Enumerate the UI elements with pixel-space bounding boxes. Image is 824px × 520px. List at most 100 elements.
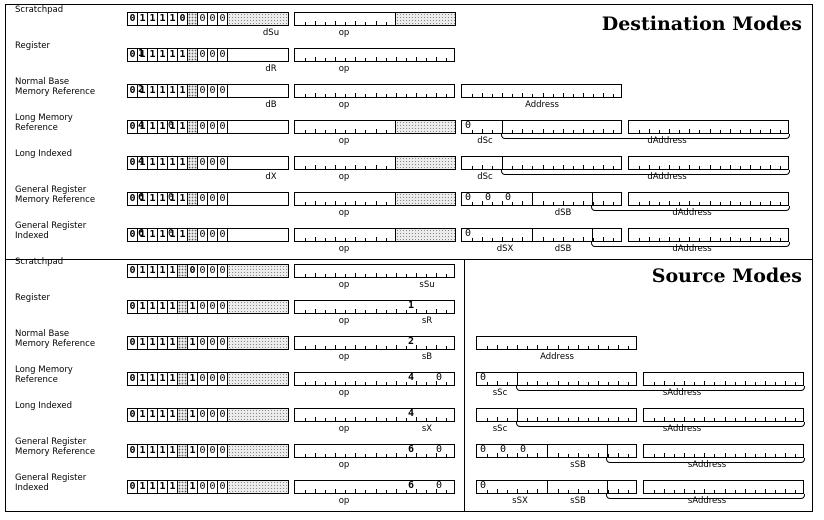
extension-word-2 (628, 192, 789, 206)
tick-mark (720, 130, 721, 133)
tick-mark (355, 201, 356, 205)
field-value: 0 (168, 192, 175, 203)
tick-mark (492, 130, 493, 133)
opcode-bit: 1 (158, 481, 168, 493)
tick-mark (335, 345, 336, 349)
opcode-bit (178, 337, 188, 349)
tick-mark (553, 130, 554, 133)
tick-mark (689, 129, 690, 133)
opcode-bit: 0 (128, 481, 138, 493)
address-label: Address (525, 100, 559, 110)
tick-mark (527, 382, 528, 385)
tick-mark (376, 273, 377, 277)
tick-mark (730, 201, 731, 205)
opcode-bit: 1 (168, 301, 178, 313)
tick-mark (335, 237, 336, 241)
tick-mark (714, 382, 715, 385)
tick-mark (699, 238, 700, 241)
tick-mark (770, 237, 771, 241)
tick-mark (487, 490, 488, 493)
tick-mark (325, 310, 326, 313)
opcode-bit: 1 (158, 373, 168, 385)
tick-mark (355, 489, 356, 493)
tick-mark (532, 166, 533, 169)
tick-mark (482, 129, 483, 133)
tick-mark (386, 490, 387, 493)
destination-title: Destination Modes (601, 13, 802, 35)
tick-mark (436, 273, 437, 277)
tick-mark (740, 166, 741, 169)
op-label: op (338, 100, 350, 110)
tick-mark (305, 274, 306, 277)
base-label: sSB (570, 460, 586, 470)
op-field (294, 12, 456, 26)
tick-mark (710, 201, 711, 205)
op-label: op (338, 280, 350, 290)
tick-mark (664, 489, 665, 493)
tick-mark (583, 93, 584, 97)
tick-mark (795, 382, 796, 385)
opcode-bit: 0 (218, 85, 228, 97)
tick-mark (355, 237, 356, 241)
tick-mark (780, 130, 781, 133)
extension-word-2 (628, 228, 789, 242)
field-value: 0 (480, 480, 487, 491)
tick-mark (543, 165, 544, 169)
field-value: 0 (436, 480, 443, 491)
opcode-bit (178, 373, 188, 385)
op-label: op (338, 496, 350, 506)
opcode-bit: 0 (208, 265, 218, 277)
tick-mark (406, 274, 407, 277)
tick-mark (305, 166, 306, 169)
field-divider (592, 229, 593, 241)
tick-mark (305, 346, 306, 349)
extension-word-2 (628, 120, 789, 134)
tick-mark (305, 418, 306, 421)
tick-mark (725, 381, 726, 385)
tick-mark (305, 94, 306, 97)
tick-mark (750, 129, 751, 133)
tick-mark (446, 382, 447, 385)
tick-mark (704, 453, 705, 457)
mode-label: General Register Memory Reference (15, 185, 96, 205)
tick-mark (396, 345, 397, 349)
tick-mark (573, 238, 574, 241)
tick-mark (305, 490, 306, 493)
opcode-bit: 0 (128, 85, 138, 97)
op-label: op (338, 460, 350, 470)
tick-mark (355, 57, 356, 61)
tick-mark (720, 238, 721, 241)
tick-mark (406, 490, 407, 493)
tick-mark (305, 58, 306, 61)
tick-mark (355, 165, 356, 169)
op-label: op (338, 316, 350, 326)
opcode-bit: 1 (158, 445, 168, 457)
address-label: dAddress (647, 172, 687, 182)
tick-mark (396, 381, 397, 385)
opcode-bit: 1 (138, 301, 148, 313)
op-field (294, 48, 455, 62)
tick-mark (517, 489, 518, 493)
tick-mark (765, 381, 766, 385)
tick-mark (365, 274, 366, 277)
tick-mark (315, 417, 316, 421)
opcode-bit: 0 (128, 265, 138, 277)
tick-mark (684, 453, 685, 457)
opcode-bit: 1 (168, 229, 178, 241)
tick-mark (588, 418, 589, 421)
opcode-bit: 1 (148, 157, 158, 169)
op-field (294, 192, 456, 206)
tick-mark (785, 489, 786, 493)
tick-mark (507, 454, 508, 457)
tick-mark (446, 58, 447, 61)
extension-word-1: 0 (476, 372, 637, 386)
opcode-bit: 1 (138, 481, 148, 493)
opcode-tail-shaded (228, 301, 288, 313)
tick-mark (365, 346, 366, 349)
